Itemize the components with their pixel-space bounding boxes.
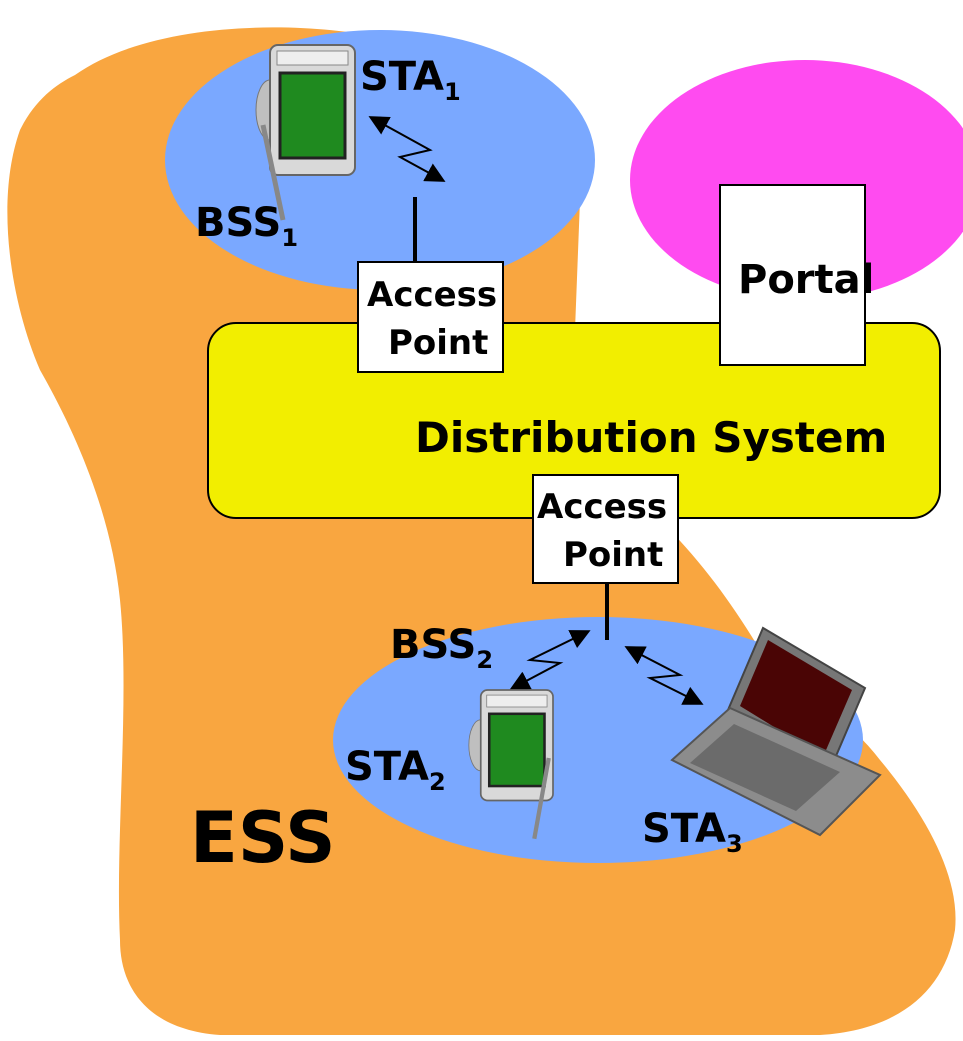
sta1-label: STA1 xyxy=(360,54,461,106)
svg-text:STA1: STA1 xyxy=(360,54,461,106)
pda-icon xyxy=(255,44,356,221)
ess-label: ESS xyxy=(190,797,336,879)
bss2-area xyxy=(333,617,863,863)
distribution-system-label: Distribution System xyxy=(415,413,887,462)
access-point-2-line2: Point xyxy=(563,535,663,575)
access-point-2-line1: Access xyxy=(537,487,667,527)
access-point-2-box xyxy=(532,474,679,584)
pda-icon xyxy=(468,689,554,840)
access-point-1-line1: Access xyxy=(367,275,497,315)
wireless-link-icon xyxy=(368,116,446,182)
bss1-label: BSS1 xyxy=(195,200,298,252)
sta2-label: STA2 xyxy=(345,744,446,796)
svg-text:BSS2: BSS2 xyxy=(390,622,493,674)
svg-text:STA2: STA2 xyxy=(345,744,446,796)
external-network xyxy=(630,60,963,300)
svg-text:STA3: STA3 xyxy=(642,806,743,858)
access-point-1-line2: Point xyxy=(388,323,488,363)
portal-box xyxy=(719,184,866,366)
svg-text:BSS1: BSS1 xyxy=(195,200,298,252)
wireless-link-icon xyxy=(509,630,591,690)
laptop-icon xyxy=(670,626,882,837)
portal-label: Portal xyxy=(738,257,874,303)
sta3-label: STA3 xyxy=(642,806,743,858)
wireless-link-icon xyxy=(624,646,704,705)
bss2-label: BSS2 xyxy=(390,622,493,674)
access-point-1-box xyxy=(357,261,504,373)
